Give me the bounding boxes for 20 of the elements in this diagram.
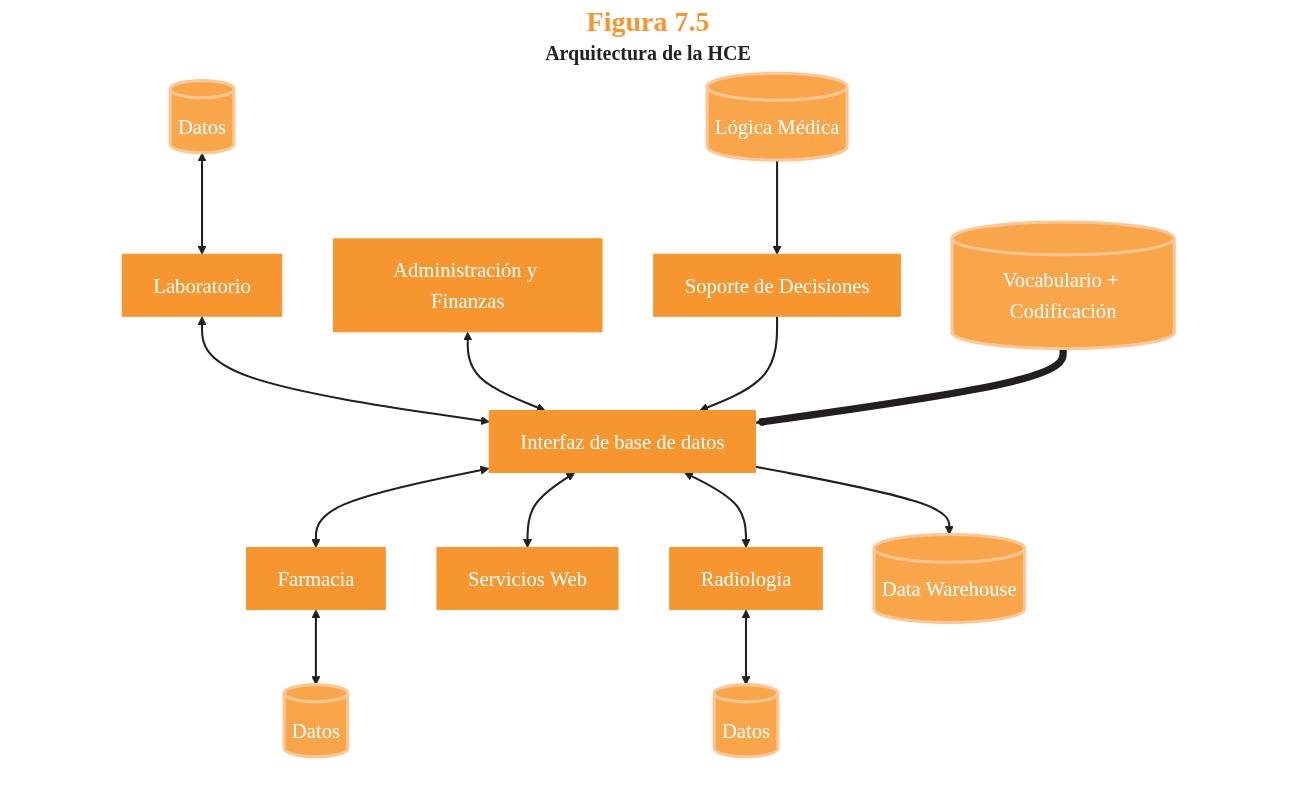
arrow <box>311 609 321 686</box>
node-box: Radiología <box>668 547 823 611</box>
arrow <box>699 316 778 412</box>
arrow <box>741 609 751 686</box>
figure-title: Figura 7.5 <box>586 6 710 38</box>
node-box: Soporte de Decisiones <box>652 253 901 317</box>
arrow <box>772 160 782 255</box>
node-box: Servicios Web <box>436 547 619 611</box>
subtitle: Arquitectura de la HCE <box>544 42 752 65</box>
arrow <box>683 472 751 548</box>
node-box: Administración y Finanzas <box>332 238 603 333</box>
arrow <box>197 152 207 255</box>
node-box: Farmacia <box>245 547 386 611</box>
arrow <box>755 465 954 535</box>
node-box: Interfaz de base de datos <box>488 410 756 473</box>
arrow <box>462 331 546 412</box>
arrow <box>197 316 490 426</box>
node-box: Laboratorio <box>121 253 283 317</box>
arrow <box>311 465 490 548</box>
arrow <box>522 472 575 548</box>
